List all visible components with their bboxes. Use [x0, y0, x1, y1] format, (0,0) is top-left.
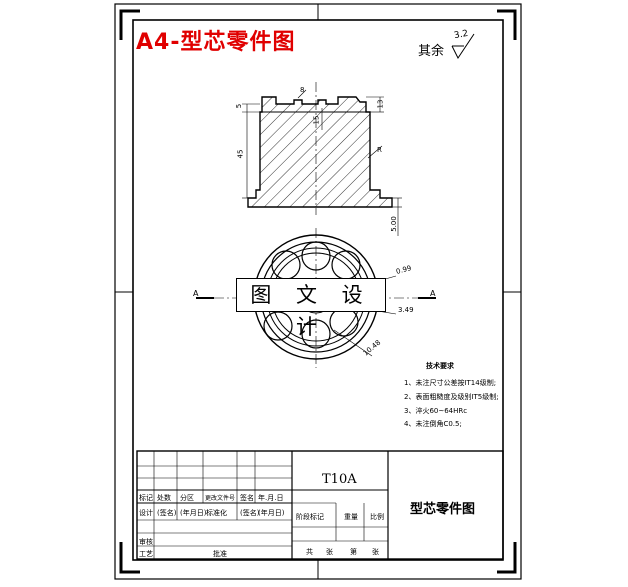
tech-req-item: 3、淬火60~64HRc [404, 407, 468, 415]
dim-5: 5 [235, 103, 244, 109]
dim-13: 13 [376, 99, 385, 109]
tb-design-cell: (签名) [240, 509, 260, 517]
dim-r: R [377, 146, 382, 154]
section-label-left: A [193, 289, 199, 298]
tb-stage-cell: 比例 [370, 513, 384, 521]
section-label-right: A [430, 289, 436, 298]
tb-check-cell: 审核 [139, 538, 153, 546]
tb-stage-cell: 重量 [344, 513, 358, 521]
part-name: 型芯零件图 [410, 502, 476, 517]
tb-header-cell: 签名 [240, 494, 254, 502]
corner-marks [119, 9, 517, 574]
tb-design-cell: 设计 [139, 509, 153, 517]
tb-design-cell: (年月日) [180, 509, 207, 517]
dim-8: 8 [300, 86, 305, 94]
centering-marks [115, 4, 521, 579]
tb-header-cell: 更改文件号 [205, 495, 236, 502]
tb-process-cell: 工艺 [139, 550, 153, 558]
title-block-grid [136, 450, 504, 560]
roughness-symbol [451, 33, 475, 59]
tb-design-cell: (签名) [157, 509, 177, 517]
tech-req-heading: 技术要求 [426, 362, 454, 370]
tb-sheet-cell: 张 [372, 548, 379, 556]
tech-req-item: 2、表面粗糙度及级别IT5级制; [404, 393, 499, 401]
tech-req-item: 4、未注倒角C0.5; [404, 420, 462, 428]
dim-45: 45 [236, 149, 245, 159]
tb-sheet-cell: 第 [350, 548, 357, 556]
tb-approve-cell: 批准 [213, 550, 227, 558]
dim-15: 15 [312, 115, 321, 125]
roughness-note: 其余 [418, 44, 445, 59]
tb-sheet-cell: 张 [326, 548, 333, 556]
front-section-view [242, 82, 402, 236]
tech-req-item: 1、未注尺寸公差按IT14级制; [404, 379, 497, 387]
drawing-title: A4-型芯零件图 [136, 30, 296, 55]
tb-header-cell: 处数 [157, 494, 171, 502]
dim-5-00: 5.00 [389, 216, 398, 232]
tb-design-cell: 标准化 [206, 509, 227, 517]
material-text: T10A [322, 472, 357, 487]
tb-header-cell: 标记 [139, 494, 153, 502]
dim-3-49: 3.49 [398, 306, 414, 314]
tb-header-cell: 分区 [180, 494, 194, 502]
tb-header-cell: 年.月.日 [258, 494, 284, 502]
tb-stage-cell: 阶段标记 [296, 513, 324, 521]
watermark: 图 文 设 计 [236, 278, 386, 339]
tb-design-cell: (年月日) [258, 509, 285, 517]
tb-sheet-cell: 共 [306, 548, 313, 556]
